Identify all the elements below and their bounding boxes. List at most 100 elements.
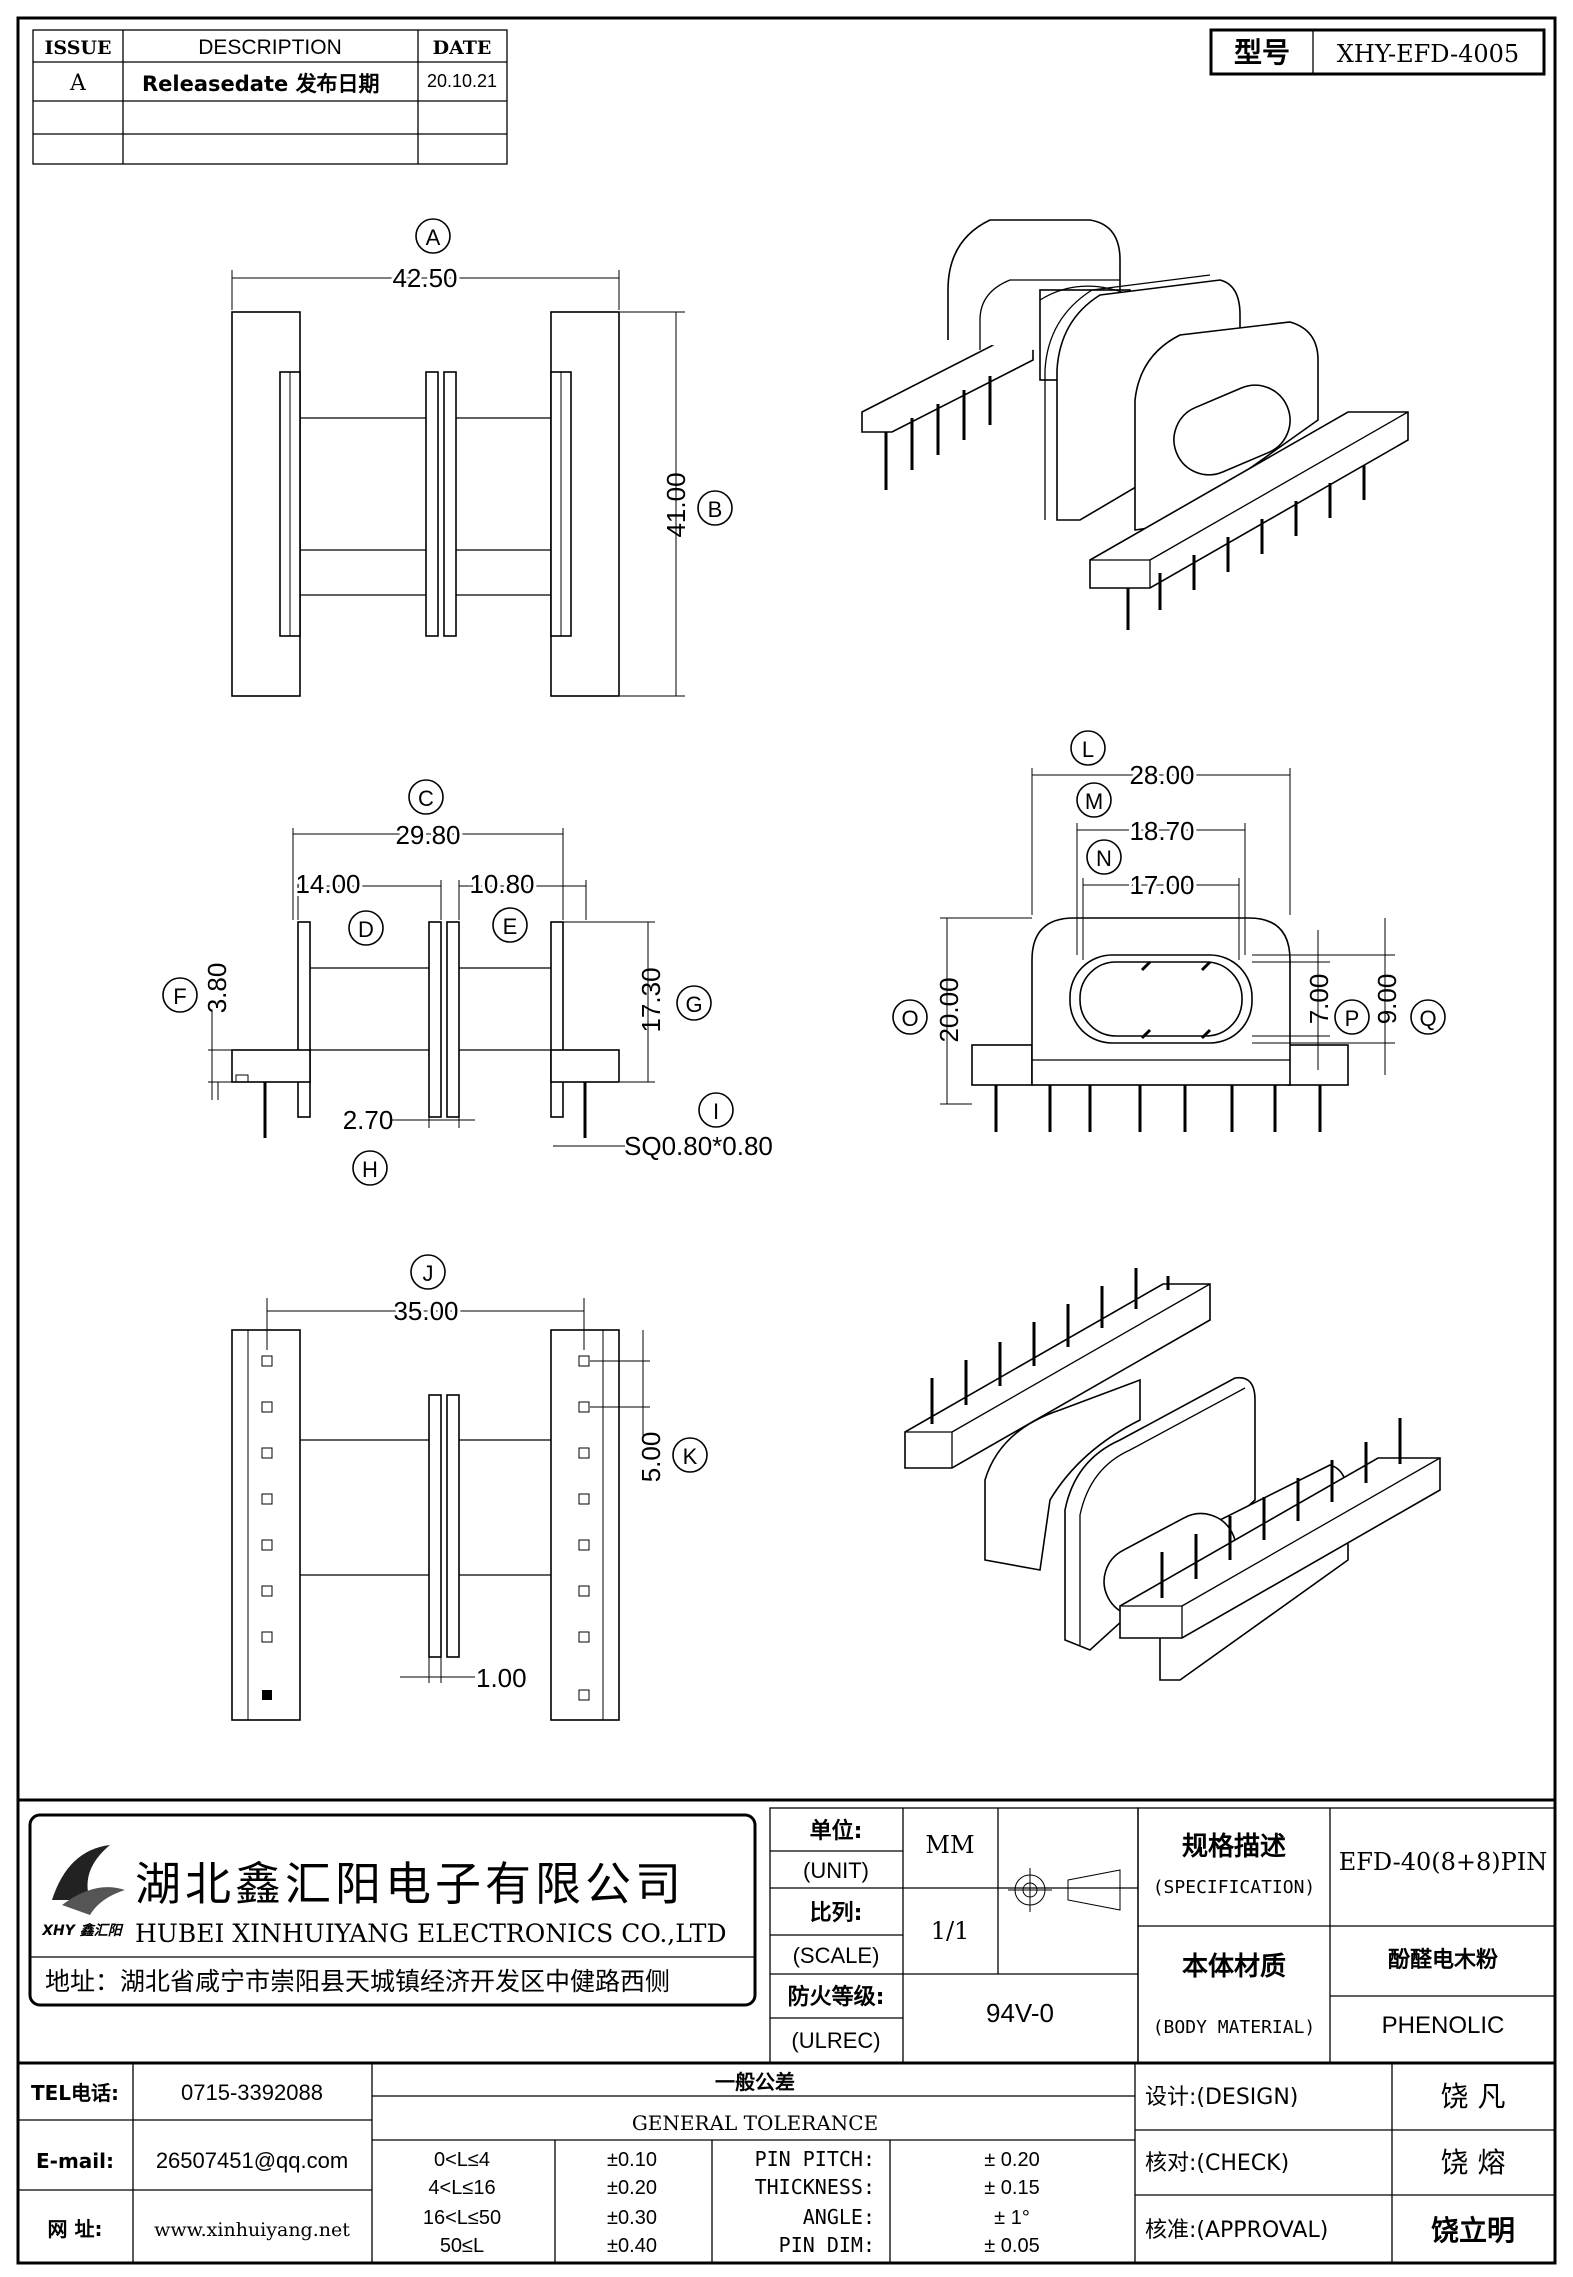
logo-text: XHY 鑫汇阳 (41, 1922, 124, 1939)
scale-label-en: (SCALE) (793, 1943, 880, 1968)
front-pins (994, 1085, 1322, 1132)
model-box: 型号 XHY-EFD-4005 (1209, 28, 1546, 76)
material-value-cn: 酚醛电木粉 (1388, 1948, 1498, 1973)
approval-name-design: 饶 凡 (1441, 2080, 1506, 2113)
dim-c-letter: C (418, 786, 434, 811)
dim-d-value: 14.00 (295, 869, 360, 899)
spec-label-cn: 规格描述 (1182, 1831, 1286, 1862)
spec-value: EFD-40(8+8)PIN (1339, 1848, 1548, 1876)
rev-header-issue: ISSUE (45, 37, 112, 59)
material-value-en: PHENOLIC (1382, 2012, 1505, 2039)
tolerance-title-en: GENERAL TOLERANCE (632, 2111, 878, 2135)
dim-a-value: 42.50 (392, 263, 457, 293)
tol-item-1: THICKNESS: (755, 2175, 875, 2199)
dim-f-letter: F (173, 984, 186, 1009)
top-view: 42.50 A 41.00 B (231, 218, 733, 697)
material-label-cn: 本体材质 (1182, 1952, 1286, 1982)
dim-i-letter: I (713, 1099, 719, 1124)
dim-o-letter: O (901, 1006, 918, 1031)
spec-label-en: (SPECIFICATION) (1153, 1877, 1316, 1898)
bottom-pin-slots-right (578, 1355, 590, 1701)
unit-value: MM (925, 1831, 974, 1859)
dim-k-letter: K (683, 1444, 698, 1469)
tol-item-0: PIN PITCH: (755, 2147, 875, 2171)
iso-view-bottom (904, 1268, 1441, 1681)
tol-value-3: ±0.40 (607, 2235, 657, 2257)
ul-label-en: (ULREC) (791, 2028, 880, 2053)
dim-o-value: 20.00 (934, 977, 964, 1042)
dim-b-letter: B (708, 497, 723, 522)
dim-i-value: SQ0.80*0.80 (624, 1131, 773, 1161)
dim-m-value: 18.70 (1129, 816, 1194, 846)
tol-value-2: ±0.30 (607, 2207, 657, 2229)
email-label: E-mail: (36, 2149, 114, 2173)
side-view: 29.80 C 14.00 D 10.80 E 3.80 F 17.30 G 2… (162, 779, 773, 1186)
approval-label-approval: 核准:(APPROVAL) (1145, 2218, 1328, 2243)
email-value: 26507451@qq.com (156, 2148, 348, 2173)
tol-value-0: ±0.10 (607, 2149, 657, 2171)
tol-item-value-1: ± 0.15 (984, 2177, 1039, 2199)
bottom-pin-slots-left (261, 1355, 273, 1700)
dim-g-value: 17.30 (636, 967, 666, 1032)
projection-symbol (1008, 1868, 1121, 1912)
web-label: 网 址: (48, 2217, 103, 2241)
tol-range-2: 16<L≤50 (423, 2207, 501, 2229)
dim-k-value: 5.00 (636, 1432, 666, 1483)
dim-l-value: 28.00 (1129, 760, 1194, 790)
dim-q-value: 9.00 (1372, 974, 1402, 1025)
tel-value: 0715-3392088 (181, 2080, 323, 2105)
company-logo: XHY 鑫汇阳 (41, 1845, 125, 1939)
company-name-en: HUBEI XINHUIYANG ELECTRONICS CO.,LTD (135, 1919, 727, 1948)
dim-d-letter: D (358, 917, 374, 942)
rev-issue: A (69, 71, 87, 96)
unit-label-cn: 单位: (810, 1818, 863, 1844)
dim-e-letter: E (503, 914, 518, 939)
tol-range-0: 0<L≤4 (434, 2149, 490, 2171)
ul-label-cn: 防火等级: (788, 1984, 885, 2010)
dim-f-value: 3.80 (202, 963, 232, 1014)
tol-range-1: 4<L≤16 (428, 2177, 495, 2199)
dim-j-value: 35.00 (393, 1296, 458, 1326)
rev-date: 20.10.21 (427, 71, 497, 91)
contact-block: TEL电话: 0715-3392088 E-mail: 26507451@qq.… (18, 2063, 373, 2263)
dim-j-letter: J (423, 1261, 434, 1286)
bottom-view: 35.00 J 5.00 K 1.00 (231, 1254, 708, 1721)
revision-table: ISSUE DESCRIPTION DATE A Releasedate 发布日… (32, 29, 508, 165)
model-label: 型号 (1234, 36, 1290, 69)
tel-label: TEL电话: (31, 2081, 119, 2105)
dim-p-letter: P (1345, 1006, 1360, 1031)
tol-item-2: ANGLE: (803, 2205, 875, 2229)
dim-a-letter: A (426, 225, 441, 250)
tol-item-value-3: ± 0.05 (984, 2235, 1039, 2257)
approval-label-check: 核对:(CHECK) (1145, 2151, 1289, 2176)
scale-label-cn: 比列: (810, 1901, 863, 1926)
model-value: XHY-EFD-4005 (1337, 40, 1519, 68)
tolerance-title-cn: 一般公差 (715, 2070, 795, 2094)
front-view: 28.00 L 18.70 M 17.00 N 20.00 O 7.00 P 9… (892, 730, 1446, 1132)
iso-view-top (861, 219, 1409, 630)
dim-c-value: 29.80 (395, 820, 460, 850)
tol-item-value-2: ± 1° (994, 2207, 1030, 2229)
dim-n-value: 17.00 (1129, 870, 1194, 900)
material-label-en: (BODY MATERIAL) (1153, 2017, 1316, 2038)
approval-name-check: 饶 熔 (1441, 2146, 1506, 2179)
rev-description: Releasedate 发布日期 (142, 72, 380, 96)
web-value: www.xinhuiyang.net (154, 2219, 350, 2241)
dim-h-letter: H (362, 1157, 378, 1182)
tol-range-3: 50≤L (440, 2235, 484, 2257)
approval-name-approval: 饶立明 (1431, 2214, 1515, 2247)
company-name-cn: 湖北鑫汇阳电子有限公司 (135, 1857, 685, 1911)
dim-p-value: 7.00 (1304, 974, 1334, 1025)
company-box: XHY 鑫汇阳 湖北鑫汇阳电子有限公司 HUBEI XINHUIYANG ELE… (28, 1813, 757, 2007)
unit-scale-block: 单位: (UNIT) MM 比列: (SCALE) 1/1 防火等级: (ULR… (769, 1807, 1139, 2064)
dim-n-letter: N (1096, 846, 1112, 871)
tol-value-1: ±0.20 (607, 2177, 657, 2199)
scale-value: 1/1 (931, 1917, 970, 1945)
iso-bottom-pins (930, 1268, 1402, 1598)
rev-header-date: DATE (433, 37, 492, 59)
spec-block: 规格描述 (SPECIFICATION) EFD-40(8+8)PIN 本体材质… (1137, 1807, 1556, 2064)
rev-header-description: DESCRIPTION (198, 36, 342, 59)
approval-label-design: 设计:(DESIGN) (1145, 2085, 1298, 2110)
tol-item-3: PIN DIM: (779, 2233, 875, 2257)
